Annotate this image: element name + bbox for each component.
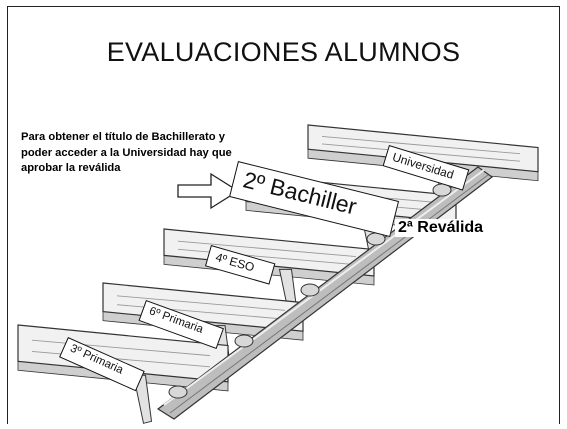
slide-title: EVALUACIONES ALUMNOS [106, 37, 461, 67]
slide: EVALUACIONES ALUMNOS Para obtener el tít… [7, 6, 560, 424]
joint [168, 385, 188, 399]
tread-groove [177, 240, 357, 258]
tread [102, 282, 304, 332]
joint [234, 334, 254, 348]
tread-groove [177, 248, 357, 266]
tread-groove [31, 339, 211, 357]
tread [307, 124, 539, 173]
revalida-note: Para obtener el título de Bachillerato y… [21, 131, 232, 175]
joint [300, 283, 320, 297]
tread-groove [321, 143, 521, 162]
tread-groove [321, 136, 521, 155]
revalida-label: 2ª Reválida [395, 219, 487, 237]
stringer-highlight [163, 169, 485, 406]
tread [163, 228, 375, 277]
arrow-right-icon [177, 172, 240, 210]
stringer-edge [169, 174, 489, 414]
tread-groove [116, 295, 286, 311]
